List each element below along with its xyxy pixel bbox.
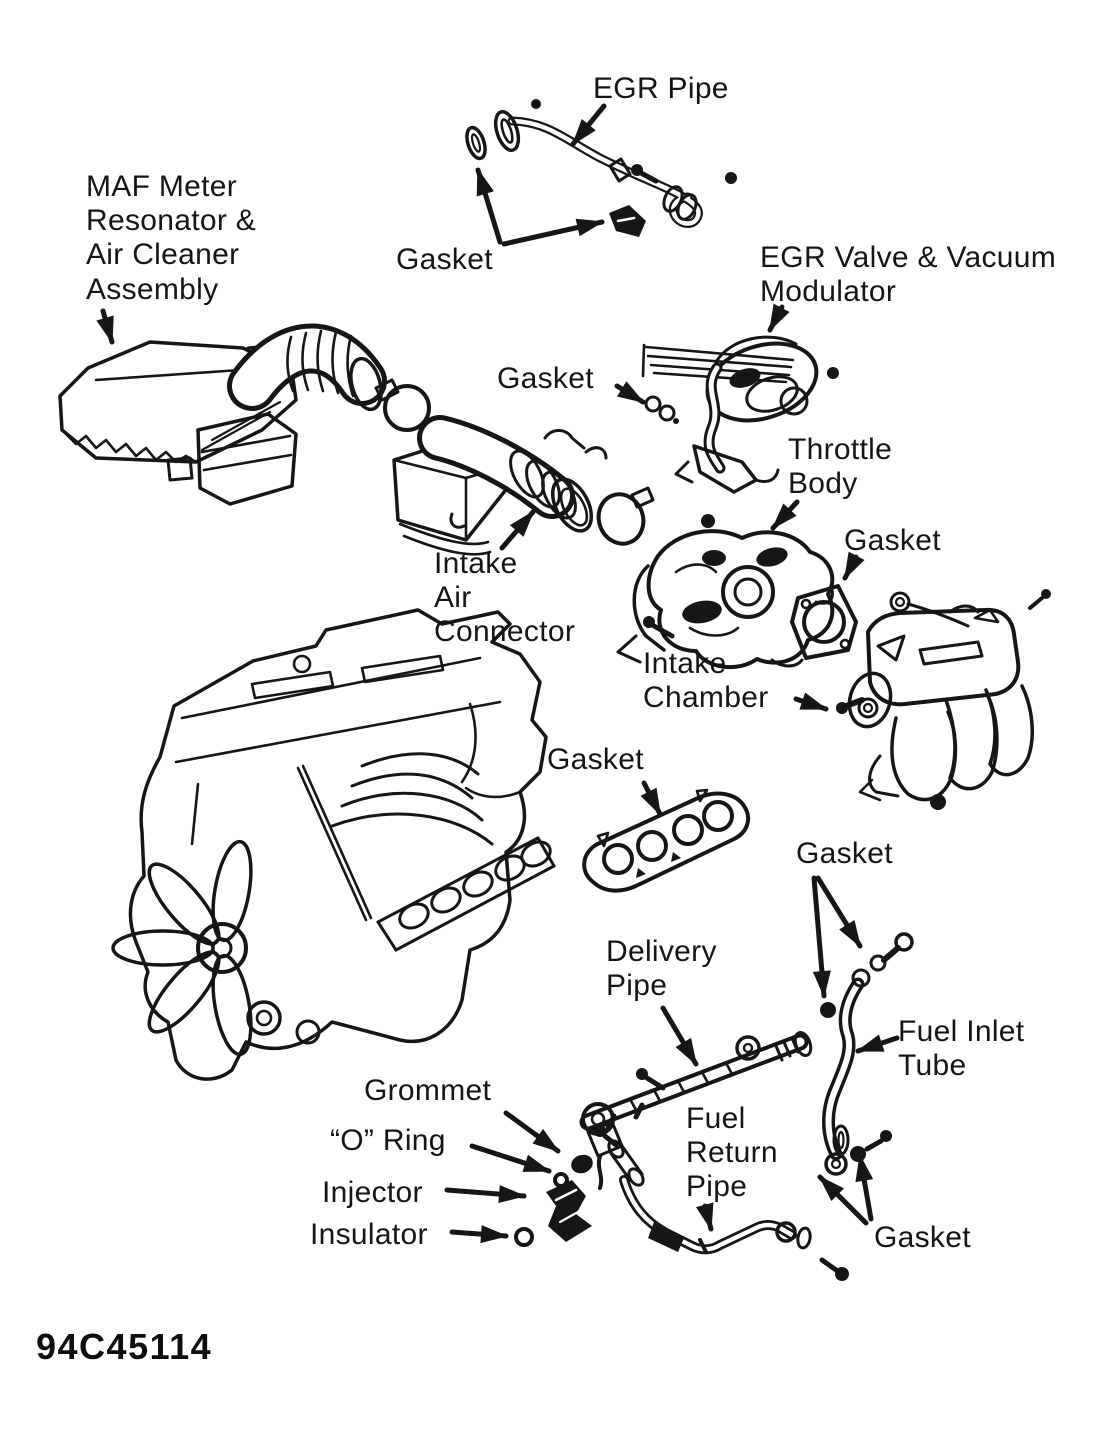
label-o-ring: “O” Ring <box>330 1124 446 1157</box>
label-delivery-pipe: Delivery Pipe <box>606 935 717 1003</box>
arrow-fuel-return-pipe <box>695 1202 714 1232</box>
arrow-gasket-fuel-return-a <box>817 1174 869 1226</box>
arrow-egr-pipe <box>570 103 607 147</box>
arrow-gasket-fuel-return-b <box>855 1153 874 1222</box>
arrow-maf-assembly <box>96 308 115 345</box>
arrow-gasket-fuel-inlet-a <box>811 875 831 999</box>
engine-block-drawing <box>111 608 556 1081</box>
callout-arrows <box>96 103 900 1244</box>
label-gasket-fuel-inlet: Gasket <box>796 837 893 870</box>
intake-air-connector-drawing <box>392 415 715 556</box>
delivery-pipe-drawing <box>579 1030 813 1190</box>
fuel-return-pipe-drawing <box>594 1125 849 1281</box>
arrow-grommet <box>503 1110 561 1154</box>
egr-pipe-gasket-drawing <box>609 205 646 237</box>
arrow-insulator <box>449 1225 509 1244</box>
intake-chamber-drawing <box>836 589 1051 810</box>
arrow-egr-valve <box>767 303 790 333</box>
fuel-inlet-tube-drawing <box>820 932 914 1176</box>
label-intake-chamber: Intake Chamber <box>643 647 769 715</box>
intake-chamber-gasket-drawing <box>790 584 858 660</box>
arrow-intake-air-connector <box>499 509 536 551</box>
label-egr-valve-modulator: EGR Valve & Vacuum Modulator <box>760 241 1057 309</box>
arrow-o-ring <box>469 1143 552 1174</box>
label-gasket-manifold: Gasket <box>547 743 644 776</box>
label-gasket-fuel-return: Gasket <box>874 1221 971 1254</box>
throttle-gasket-small-drawing <box>644 395 679 424</box>
manifold-gasket-drawing <box>582 788 751 893</box>
label-maf-assembly: MAF Meter Resonator & Air Cleaner Assemb… <box>86 170 257 306</box>
arrow-gasket-chamber <box>842 551 865 581</box>
arrow-gasket-egr-left <box>475 167 503 245</box>
arrow-intake-chamber <box>793 692 829 712</box>
arrow-delivery-pipe <box>660 1005 699 1067</box>
egr-valve-modulator-drawing <box>641 335 839 494</box>
label-injector: Injector <box>322 1176 423 1209</box>
egr-pipe-drawing <box>465 99 737 228</box>
label-egr-pipe: EGR Pipe <box>593 72 729 105</box>
arrow-throttle-body <box>770 499 800 531</box>
arrow-gasket-manifold <box>640 780 663 817</box>
arrow-injector <box>444 1185 527 1204</box>
label-insulator: Insulator <box>310 1218 428 1251</box>
arrow-gasket-egr-right <box>501 218 605 247</box>
label-gasket-egr-pipe: Gasket <box>396 243 493 276</box>
arrow-gasket-fuel-inlet-b <box>815 875 863 949</box>
label-fuel-inlet-tube: Fuel Inlet Tube <box>898 1015 1025 1083</box>
label-gasket-intake-chamber: Gasket <box>844 524 941 557</box>
label-intake-air-connector: Intake Air Connector <box>434 547 576 649</box>
arrow-gasket-throttle <box>614 381 646 405</box>
label-throttle-body: Throttle Body <box>788 433 893 501</box>
label-gasket-throttle: Gasket <box>497 362 594 395</box>
label-grommet: Grommet <box>364 1074 492 1107</box>
label-fuel-return-pipe: Fuel Return Pipe <box>686 1102 778 1204</box>
injector-assembly-drawing <box>514 1154 593 1247</box>
hose-clamps-drawing <box>374 378 655 546</box>
arrow-fuel-inlet-tube <box>855 1034 900 1054</box>
air-cleaner-assembly-drawing <box>58 323 387 506</box>
figure-code: 94C45114 <box>36 1326 213 1367</box>
